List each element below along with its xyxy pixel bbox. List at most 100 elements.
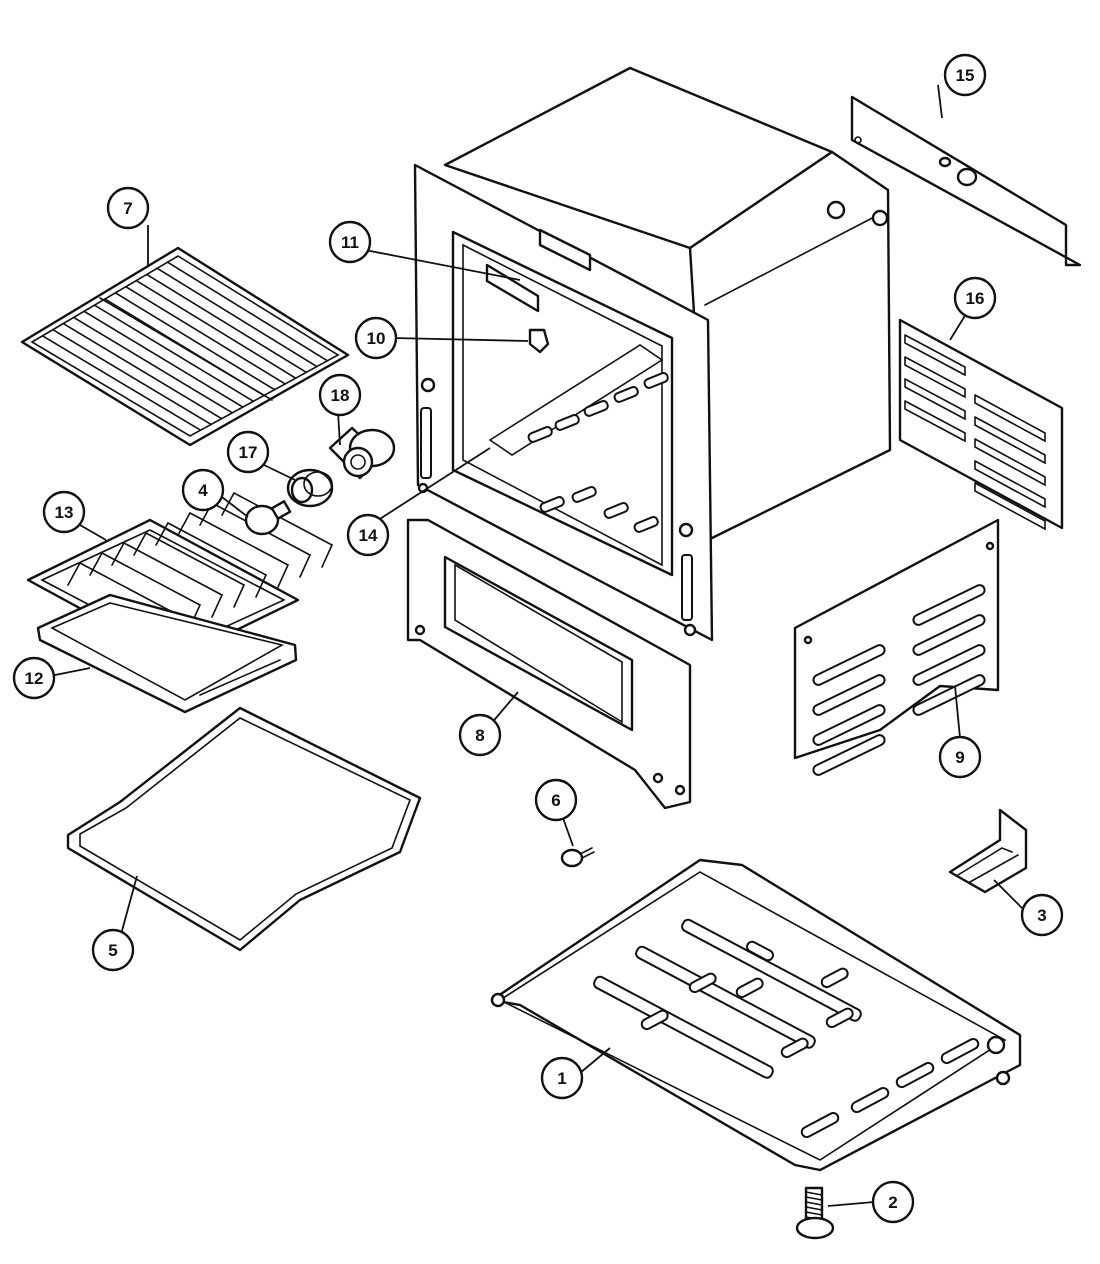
- leg-thread: [805, 1196, 823, 1201]
- louver: [974, 416, 1046, 465]
- callout-label-15: 15: [956, 66, 975, 85]
- callout-14: 14: [346, 513, 390, 557]
- rack-wire: [125, 285, 286, 385]
- insert-rib: [155, 521, 268, 598]
- leader-17: [263, 464, 296, 481]
- callout-label-17: 17: [239, 443, 258, 462]
- louver: [912, 674, 986, 716]
- callout-label-7: 7: [123, 199, 132, 218]
- broiler-pan-drawing: [36, 593, 298, 714]
- callout-13: 13: [42, 490, 86, 534]
- louver: [974, 460, 1046, 509]
- louver: [912, 584, 986, 626]
- callout-label-10: 10: [367, 329, 386, 348]
- rack-slot: [527, 426, 553, 443]
- rack-wire: [166, 261, 329, 362]
- louver: [812, 674, 886, 716]
- callout-label-9: 9: [955, 748, 964, 767]
- screw-drawing: [560, 847, 595, 868]
- rack-slot: [539, 496, 565, 513]
- base-slot: [940, 1037, 980, 1065]
- base-slot: [746, 940, 774, 962]
- base-slot: [825, 1007, 854, 1029]
- callout-label-3: 3: [1037, 906, 1046, 925]
- base-slot: [688, 972, 717, 994]
- louver: [974, 394, 1046, 443]
- callout-5: 5: [91, 928, 135, 972]
- leg-thread: [805, 1201, 823, 1206]
- callout-label-11: 11: [341, 233, 359, 252]
- side-panel-right-drawing: [898, 318, 1064, 531]
- callout-15: 15: [943, 53, 987, 97]
- rack-wire: [41, 335, 202, 432]
- leader-18: [337, 411, 341, 446]
- base-slot: [640, 1009, 669, 1031]
- base-slot: [800, 1111, 840, 1139]
- callout-label-8: 8: [475, 726, 484, 745]
- callout-8: 8: [458, 713, 502, 757]
- callout-17: 17: [226, 430, 270, 474]
- leader-14: [371, 447, 491, 525]
- callout-1: 1: [540, 1056, 584, 1100]
- louver: [812, 704, 886, 746]
- rack-slot: [633, 516, 659, 533]
- rack-wire: [145, 273, 308, 374]
- lower-front-panel-drawing: [406, 518, 692, 810]
- callout-18: 18: [318, 373, 362, 417]
- base-slot: [593, 975, 774, 1079]
- rack-wire: [156, 267, 318, 368]
- callout-11: 11: [328, 220, 372, 264]
- insert-rib: [221, 491, 334, 568]
- louver: [904, 400, 966, 443]
- louver: [912, 614, 986, 656]
- callout-2: 2: [871, 1180, 915, 1224]
- lamp-receptacle-drawing: [328, 426, 396, 480]
- callout-4: 4: [181, 468, 225, 512]
- base-pan-drawing: [490, 858, 1022, 1172]
- callout-label-12: 12: [25, 669, 44, 688]
- louver: [812, 734, 886, 776]
- callout-9: 9: [938, 735, 982, 779]
- callout-label-5: 5: [108, 941, 117, 960]
- callout-3: 3: [1020, 893, 1064, 937]
- callout-label-18: 18: [331, 386, 350, 405]
- louver: [904, 356, 966, 399]
- leader-1: [579, 1047, 611, 1074]
- callout-label-14: 14: [359, 526, 378, 545]
- callout-12: 12: [12, 656, 56, 700]
- callout-label-4: 4: [198, 481, 208, 500]
- rack-wire: [135, 279, 297, 379]
- rack-slot: [583, 400, 609, 417]
- callout-label-16: 16: [966, 289, 985, 308]
- insert-rib: [177, 511, 290, 588]
- leader-11: [364, 249, 521, 281]
- base-slot: [850, 1086, 890, 1114]
- rack-crossbar: [99, 297, 273, 401]
- leg-thread: [805, 1191, 823, 1196]
- rack-slot: [571, 486, 597, 503]
- louver: [974, 482, 1046, 531]
- leader-12: [49, 667, 91, 677]
- leader-2: [827, 1201, 875, 1207]
- leader-3: [993, 879, 1023, 909]
- rack-wire: [93, 304, 255, 403]
- leader-13: [79, 524, 107, 541]
- leader-15: [937, 84, 943, 119]
- rack-slot: [554, 414, 580, 431]
- base-slot: [635, 945, 816, 1049]
- rack-wire: [62, 322, 223, 420]
- rear-panel-drawing: [850, 95, 1082, 267]
- callout-label-13: 13: [55, 503, 74, 522]
- lamp-socket-drawing: [286, 468, 334, 508]
- rack-wire: [114, 292, 276, 391]
- rack-slot: [603, 502, 629, 519]
- rack-wire: [52, 328, 212, 426]
- rack-wire: [83, 310, 244, 408]
- louver: [912, 644, 986, 686]
- leader-8: [489, 691, 519, 726]
- base-slot: [780, 1037, 809, 1059]
- leader-5: [119, 875, 138, 939]
- leader-9: [954, 685, 961, 739]
- light-bulb-drawing: [244, 500, 292, 536]
